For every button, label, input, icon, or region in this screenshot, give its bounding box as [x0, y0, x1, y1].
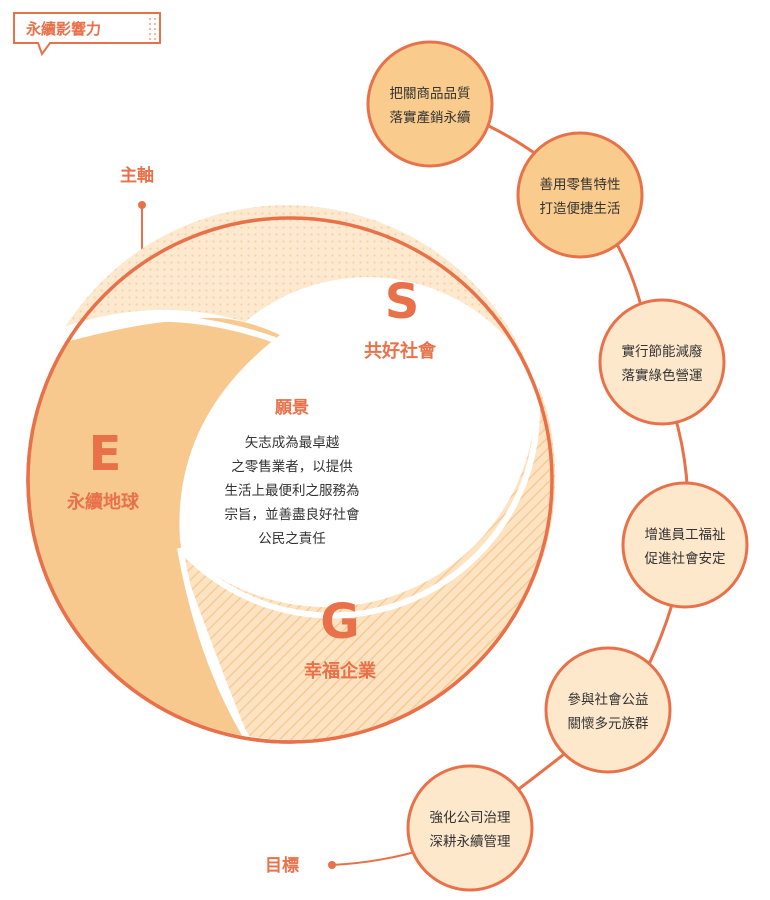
- goal-line: 落實產銷永續: [390, 109, 471, 126]
- goal-circle: 善用零售特性 打造便捷生活: [516, 131, 644, 259]
- title-tag: 永續影響力: [13, 12, 161, 57]
- sector-s: [66, 205, 532, 372]
- sector-g: [178, 377, 556, 740]
- axis-label: 主軸: [120, 165, 154, 186]
- goal-circle: 強化公司治理 深耕永續管理: [406, 764, 534, 892]
- sector-e-name: 永續地球: [66, 491, 140, 513]
- target-pointer: 目標: [265, 847, 429, 876]
- vision-line: 矢志成為最卓越: [245, 435, 340, 451]
- goal-line: 增進員工福祉: [645, 527, 726, 543]
- goal-circle: 把關商品品質 落實產銷永續: [366, 40, 494, 168]
- goal-line: 參與社會公益: [568, 692, 649, 708]
- vision-title: 願景: [275, 398, 309, 418]
- goal-line: 善用零售特性: [540, 177, 621, 193]
- vision-line: 宗旨，並善盡良好社會: [225, 507, 360, 523]
- vision-block: 願景 矢志成為最卓越 之零售業者，以提供 生活上最便利之服務為 宗旨，並善盡良好…: [225, 398, 360, 547]
- title-tag-label: 永續影響力: [25, 20, 101, 38]
- goal-line: 關懷多元族群: [568, 715, 649, 732]
- vision-line: 公民之責任: [258, 531, 326, 547]
- goal-line: 強化公司治理: [430, 810, 511, 826]
- goal-circle: 參與社會公益 關懷多元族群: [544, 646, 672, 774]
- sector-e-letter: E: [89, 426, 122, 482]
- goal-circle: 實行節能減廢 落實綠色營運: [598, 298, 726, 426]
- goal-line: 促進社會安定: [645, 551, 726, 567]
- sector-g-letter: G: [320, 594, 359, 650]
- vision-line: 生活上最便利之服務為: [225, 483, 360, 499]
- sector-e: [28, 317, 280, 736]
- goal-line: 實行節能減廢: [622, 343, 703, 360]
- target-label: 目標: [265, 855, 299, 876]
- goal-line: 深耕永續管理: [430, 833, 511, 850]
- goal-circle: 增進員工福祉 促進社會安定: [621, 481, 749, 609]
- sector-s-name: 共好社會: [364, 340, 437, 362]
- vision-line: 之零售業者，以提供: [231, 459, 353, 475]
- goal-line: 把關商品品質: [390, 86, 471, 102]
- goal-line: 打造便捷生活: [540, 200, 621, 217]
- goal-line: 落實綠色營運: [622, 367, 703, 384]
- axis-pointer: 主軸: [120, 165, 154, 252]
- sector-s-letter: S: [385, 274, 420, 330]
- sector-g-name: 幸福企業: [304, 660, 377, 682]
